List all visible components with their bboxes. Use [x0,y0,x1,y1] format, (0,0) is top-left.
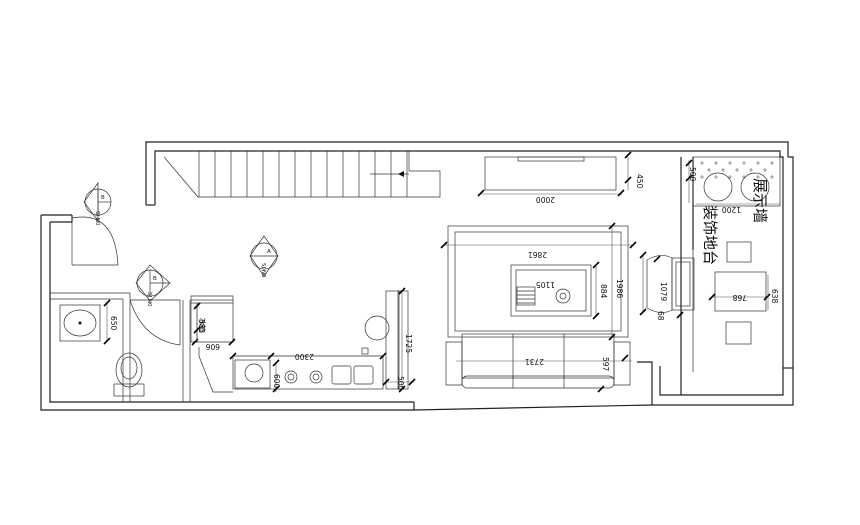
dimension-labels: 450 2000 500 1200 2861 1105 884 1986 107… [109,167,779,391]
cabinet-pattern-cross [714,161,718,165]
decor-platform [692,241,771,372]
living-area [440,222,695,393]
svg-text:B: B [101,195,105,201]
cabinet-pattern-cross [735,168,739,172]
staircase [163,151,441,198]
label-fridge: 冰箱 [198,318,207,332]
cabinet-pattern-cross [742,161,746,165]
dim-display-depth: 500 [688,167,697,182]
outer-walls [40,141,794,411]
dim-sofa-depth: 597 [601,357,610,372]
bathroom [50,215,191,402]
cabinet-pattern-cross [707,168,711,172]
svg-text:SJ.N0: SJ.N0 [146,292,152,307]
cabinet-pattern-cross [700,161,704,165]
kitchen [190,287,416,393]
dim-table-width: 768 [732,293,747,302]
display-cabinet [685,156,781,207]
dim-coffee-table-width: 1105 [536,280,555,289]
section-marker-b: B SJ.N0 [83,181,112,226]
dim-bath-650: 650 [109,316,118,331]
svg-text:A: A [267,249,271,255]
label-display-wall: 展示墙 [751,178,769,223]
section-marker-c: B SJ.N0 [135,264,171,307]
dim-stair-landing: 450 [635,174,644,189]
section-marker-a: A SJ.N0 [249,235,279,278]
dim-coffee-table-depth: 884 [599,284,608,299]
dim-wall-1725: 1725 [404,334,413,353]
dim-fridge-depth: 583 [197,319,206,334]
cabinet-pattern-cross [770,175,774,179]
room-labels: 冰箱 展示墙 装饰地台 [198,178,769,332]
dim-kitchen-depth: 600 [272,374,281,389]
svg-text:SJ.N0: SJ.N0 [94,211,100,226]
cabinet-pattern-cross [700,175,704,179]
dim-rug-depth: 1986 [615,279,624,298]
cabinet-pattern-cross [770,161,774,165]
tv-cabinet [477,151,632,197]
dim-rug-width: 2861 [528,250,547,259]
dim-kitchen-length: 2300 [295,352,314,361]
dim-counter-end: 500 [396,376,405,391]
dim-armchair-length: 1079 [659,282,668,301]
svg-text:SJ.N0: SJ.N0 [260,263,266,278]
dim-table-depth: 638 [770,289,779,304]
cabinet-pattern-cross [728,161,732,165]
dim-display-wall: 1200 [722,205,741,214]
cabinet-pattern-cross [749,168,753,172]
cabinet-pattern-cross [763,168,767,172]
svg-text:B: B [153,276,157,282]
cabinet-pattern-cross [714,175,718,179]
dim-sofa-width: 2731 [525,357,544,366]
dim-fridge-width: 606 [205,342,220,351]
cabinet-pattern-cross [756,175,760,179]
dim-armchair-small: 68 [656,311,665,321]
dim-tv-cabinet: 2000 [536,195,555,204]
cabinet-pattern-cross [756,161,760,165]
cabinet-pattern-cross [721,168,725,172]
label-decor-platform: 装饰地台 [701,205,719,265]
cabinet-pattern-cross [728,175,732,179]
